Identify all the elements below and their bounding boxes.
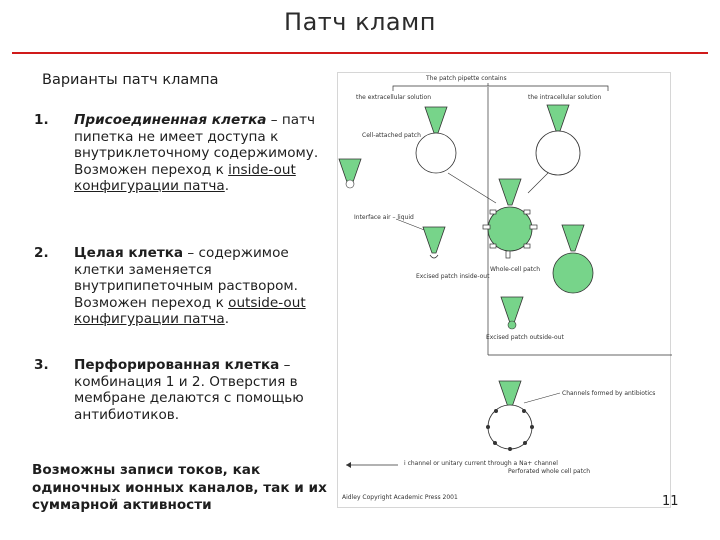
label-current: i channel or unitary current through a N… [404,460,558,467]
label-whole-cell: Whole-cell patch [490,266,540,273]
figure-right-header: the intracellular solution [528,94,602,101]
list-item-body: Перфорированная клетка – комбинация 1 и … [74,357,324,423]
title-divider [12,52,708,54]
list-item-number: 1. [34,112,49,128]
footer-note: Возможны записи токов, как одиночных ион… [32,462,327,513]
outside-out-link[interactable]: outside-out конфигурации патча [74,294,306,328]
list-item-heading: Перфорированная клетка [74,357,280,373]
patch-clamp-figure: The patch pipette contains the extracell… [337,72,672,508]
label-cell-attached: Cell-attached patch [362,132,421,139]
figure-copyright: Aidley Copyright Academic Press 2001 [342,494,458,501]
list-item-body: Присоединенная клетка – патч пипетка не … [74,112,319,195]
slide-subtitle: Варианты патч клампа [42,72,219,88]
patch-clamp-diagram: The patch pipette contains the extracell… [338,75,672,501]
list-item-number: 3. [34,357,49,373]
list-item-text: – комбинация 1 и 2. Отверстия в мембране… [74,357,304,423]
list-item-number: 2. [34,245,49,261]
figure-top-label: The patch pipette contains [425,75,507,82]
page-number: 11 [662,494,679,509]
slide-title: Патч кламп [284,8,436,36]
list-item-text: – патч пипетка не имеет доступа к внутри… [74,112,319,178]
label-interface: Interface air – liquid [354,214,414,221]
label-channels: Channels formed by antibiotics [562,390,655,397]
label-excised-inside-out: Excised patch inside-out [416,273,490,280]
inside-out-link[interactable]: inside-out конфигурации патча [74,161,296,195]
list-item-text: – содержимое клетки заменяется внутрипип… [74,245,298,311]
label-perforated: Perforated whole cell patch [508,468,590,475]
label-excised-outside-out: Excised patch outside-out [486,334,564,341]
list-item-body: Целая клетка – содержимое клетки заменяе… [74,245,306,328]
list-item-heading: Присоединенная клетка [74,112,267,128]
list-item-heading: Целая клетка [74,245,184,261]
figure-left-header: the extracellular solution [356,94,431,101]
